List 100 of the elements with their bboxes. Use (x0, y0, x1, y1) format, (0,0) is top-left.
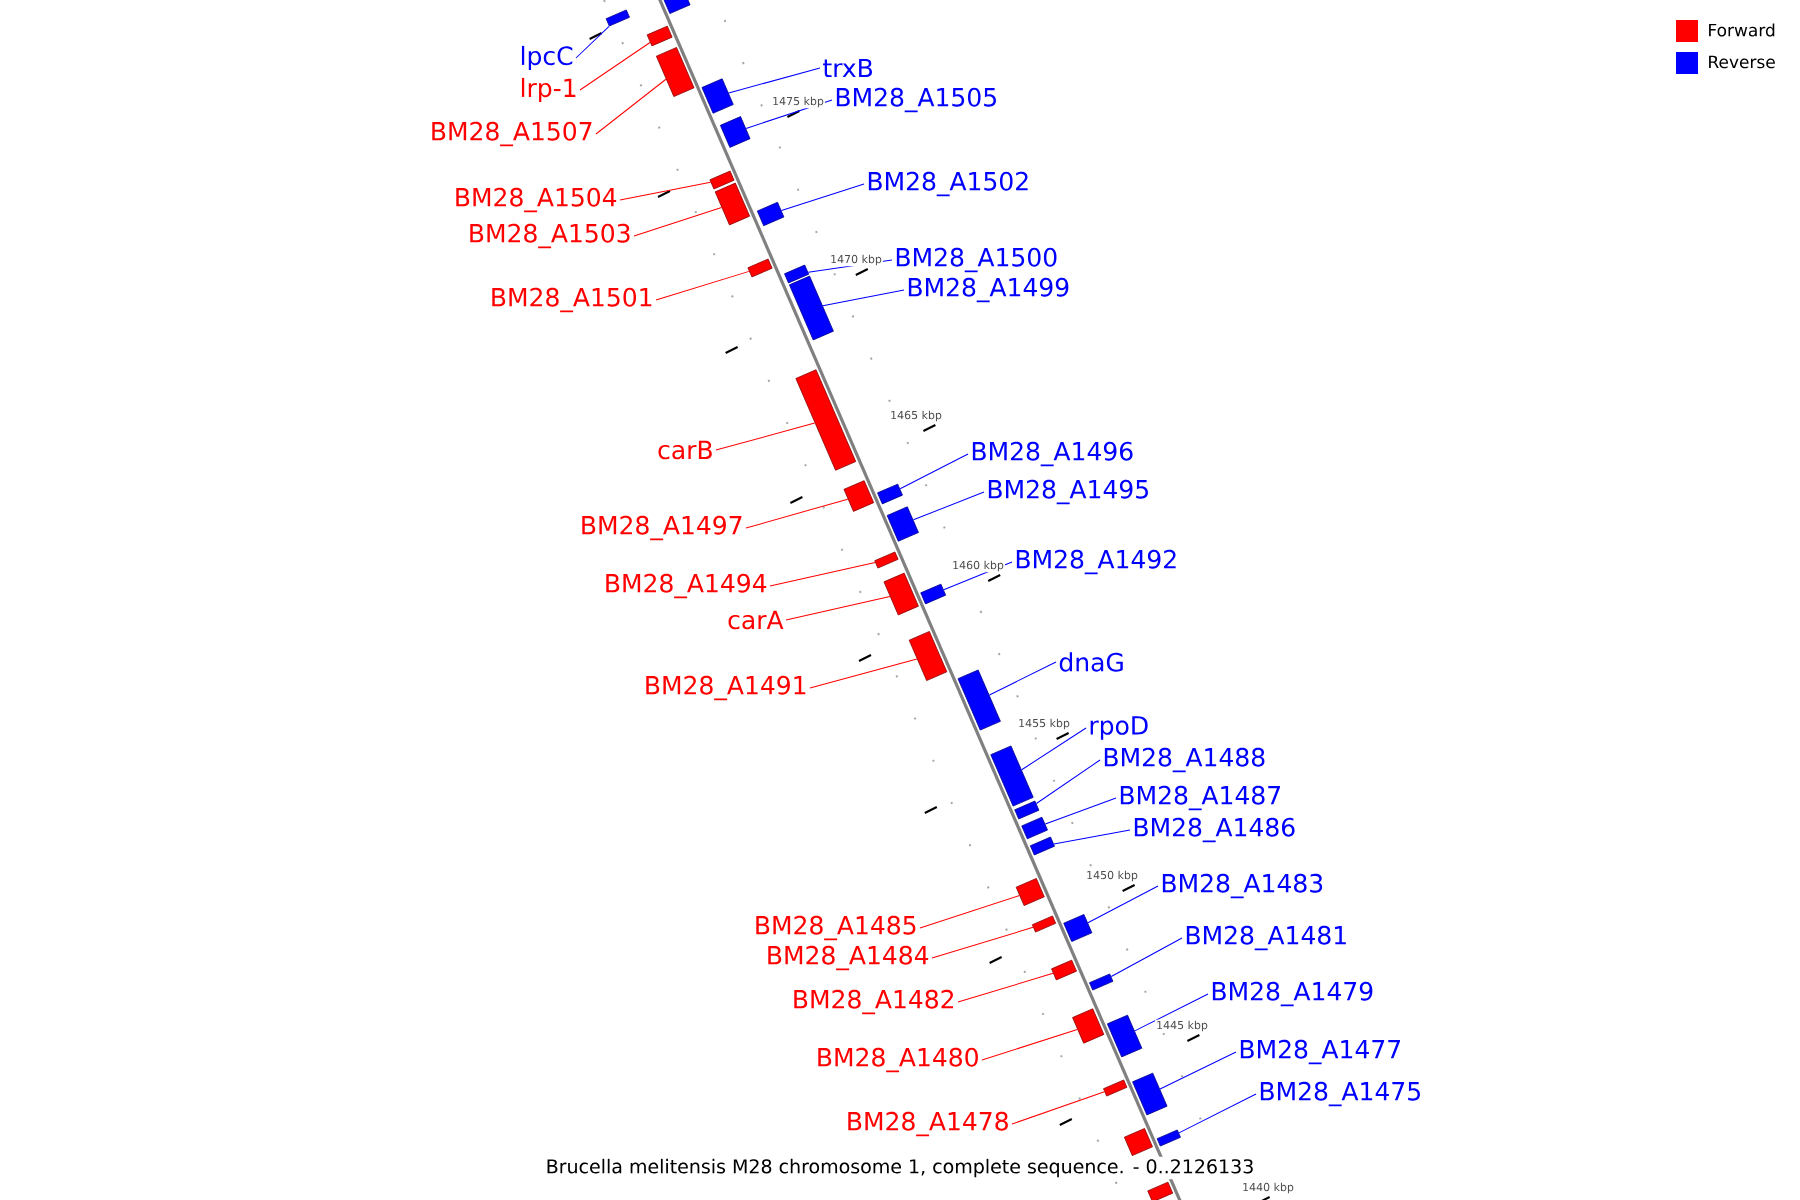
leader-line (912, 491, 985, 521)
gene-label: dnaG (1059, 652, 1123, 672)
gene-label: BM28_A1494 (606, 573, 767, 599)
gene-block (605, 9, 630, 27)
gene-label: BM28_A1507 (432, 121, 592, 147)
gene-block (1132, 1072, 1168, 1116)
gene-label: BM28_A1496 (972, 441, 1133, 467)
gene-label: BM28_A1500 (896, 247, 1057, 273)
gene-label: BM28_A1502 (868, 171, 1028, 197)
leader-line (769, 562, 876, 587)
gene-block (1106, 1014, 1143, 1058)
leader-line (579, 42, 651, 91)
gene-label: BM28_A1499 (908, 277, 1069, 303)
gene-label: BM28_A1483 (1162, 873, 1323, 899)
gene-block (655, 47, 695, 97)
leader-line (981, 1029, 1078, 1061)
leader-line (728, 67, 821, 94)
gene-block (1147, 1181, 1174, 1200)
gene-block (874, 551, 899, 569)
leader-line (1011, 1091, 1105, 1125)
gene-block (1063, 914, 1093, 942)
gene-label: BM28_A1488 (1104, 747, 1265, 773)
gene-block (1015, 878, 1045, 906)
gene-label: carB (658, 440, 712, 460)
leader-line (1035, 759, 1101, 804)
gene-block (795, 369, 857, 471)
gene-block (719, 116, 751, 148)
leader-line (655, 270, 750, 301)
gene-label: BM28_A1482 (794, 989, 954, 1015)
leader-line (745, 498, 849, 529)
leader-line (1134, 993, 1209, 1032)
legend-label: Forward (1709, 23, 1775, 37)
leader-line (919, 895, 1020, 929)
gene-block (1123, 1128, 1153, 1156)
gene-block (957, 669, 1001, 731)
leader-line (575, 25, 610, 59)
gene-block (1021, 816, 1048, 840)
gene-label: BM28_A1495 (988, 479, 1148, 505)
leader-line (1110, 937, 1183, 978)
gene-label: BM28_A1504 (456, 187, 617, 213)
gene-block (747, 258, 773, 278)
gene-label: BM28_A1491 (646, 675, 806, 701)
leader-line (1021, 727, 1087, 771)
leader-line (619, 181, 712, 201)
gene-block (709, 170, 735, 190)
leader-line (785, 596, 891, 621)
gene-block (877, 483, 903, 505)
leader-line (1044, 797, 1117, 825)
gene-block (784, 264, 810, 284)
gene-label: lrp-1 (521, 77, 576, 103)
gene-block (646, 25, 673, 47)
gene-block (1014, 800, 1040, 820)
gene-block (1029, 836, 1055, 856)
gene-block (756, 201, 785, 227)
gene-label: BM28_A1497 (582, 515, 742, 541)
gene-label: BM28_A1492 (1016, 549, 1176, 575)
gene-block (990, 745, 1034, 807)
leader-line (1087, 885, 1159, 924)
leader-line (1178, 1093, 1257, 1134)
legend-label: Reverse (1709, 55, 1775, 69)
gene-label: BM28_A1501 (492, 287, 652, 313)
leader-line (809, 658, 918, 689)
leader-line (715, 422, 816, 451)
caption: Brucella melitensis M28 chromosome 1, complete sequence. - 0..2126133 (543, 1156, 1257, 1180)
gene-block (661, 0, 691, 14)
gene-label: BM28_A1480 (818, 1047, 978, 1073)
leader-line (931, 926, 1034, 959)
leader-line (633, 207, 722, 237)
gene-label: BM28_A1487 (1120, 785, 1280, 811)
gene-label: BM28_A1484 (768, 945, 929, 971)
gene-block (1156, 1129, 1181, 1147)
gene-block (908, 631, 948, 681)
gene-label: BM28_A1481 (1186, 925, 1346, 951)
gene-block (789, 275, 834, 341)
leader-line (988, 661, 1057, 696)
gene-block (701, 78, 734, 114)
leader-line (957, 972, 1054, 1003)
gene-label: trxB (823, 58, 872, 78)
gene-block (1103, 1079, 1128, 1097)
gene-label: carA (728, 610, 784, 630)
leader-line (822, 289, 905, 307)
gene-label: BM28_A1478 (848, 1111, 1008, 1137)
gene-label: BM28_A1486 (1134, 817, 1295, 843)
gene-block (1072, 1008, 1105, 1044)
leader-line (1053, 829, 1131, 845)
gene-block (1089, 973, 1114, 991)
gene-label: BM28_A1477 (1240, 1039, 1400, 1065)
gene-block (843, 480, 875, 512)
gene-block (1051, 959, 1077, 981)
gene-label: BM28_A1503 (470, 223, 630, 249)
gene-label: BM28_A1505 (836, 87, 996, 113)
gene-block (920, 583, 947, 605)
gene-label: BM28_A1479 (1212, 981, 1373, 1007)
gene-label: BM28_A1485 (756, 915, 916, 941)
leader-line (1159, 1051, 1237, 1090)
leader-line (595, 78, 667, 135)
gene-block (883, 572, 919, 616)
gene-label: BM28_A1475 (1260, 1081, 1420, 1107)
leader-line (781, 183, 865, 211)
leader-line (899, 453, 969, 490)
